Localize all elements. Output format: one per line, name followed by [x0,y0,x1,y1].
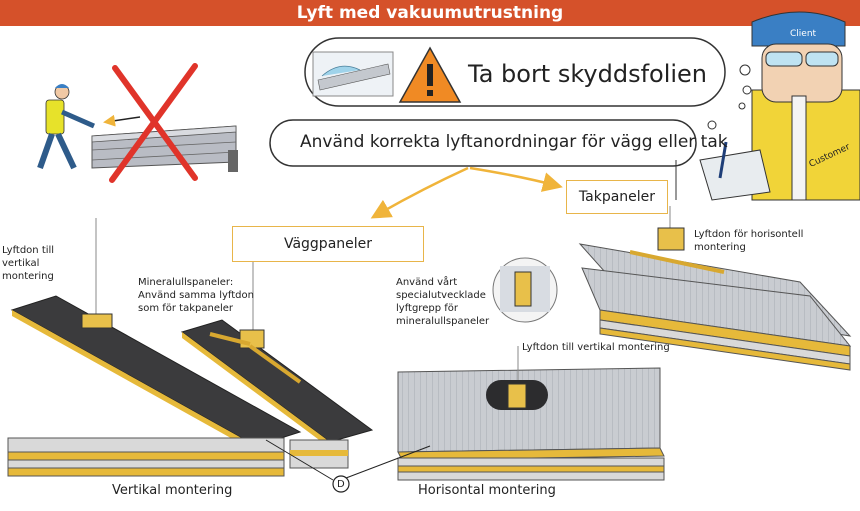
horizontal-mounting-illustration [397,257,665,481]
special-grip-note: Använd vårt specialutvecklade lyftgrepp … [396,277,490,327]
vertical-lifter-label-2: Lyftdon till vertikal montering [522,342,670,353]
d-marker: D [337,479,345,490]
helmet-label: Client [790,29,817,39]
page-title: Lyft med vakuumutrustning [296,3,564,23]
roof-panels-illustration [578,206,852,371]
title-banner [0,0,860,26]
roof-panels-label: Takpaneler [566,180,668,214]
lifting-device-text: Använd korrekta lyftanordningar för vägg… [300,132,728,152]
wrong-handling-illustration [37,63,238,183]
vertical-mounting-caption: Vertikal montering [112,483,233,498]
customer-character [675,11,860,201]
mineral-wool-note: Mineralullspaneler: Använd samma lyftdon… [138,277,254,314]
horizontal-mounting-caption: Horisontal montering [418,483,556,498]
horizontal-lifter-label: Lyftdon för horisontell montering [694,229,804,253]
warning-text: Ta bort skyddsfolien [468,60,708,88]
vertical-mounting-illustration [7,218,374,477]
lifting-bubble [269,119,697,167]
wall-panels-label: Väggpaneler [232,226,424,262]
vertical-lifter-label: Lyftdon till vertikal montering [2,245,55,282]
